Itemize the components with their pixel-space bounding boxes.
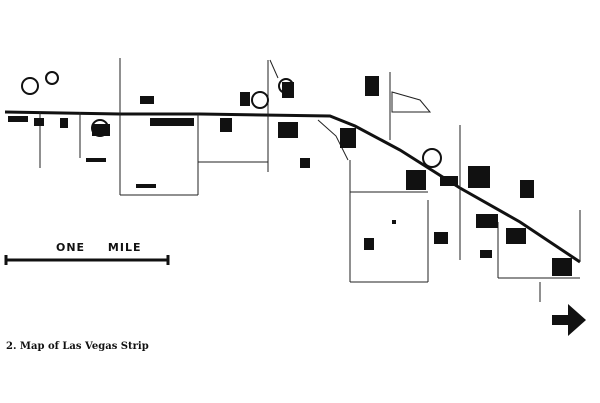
north-arrow-icon	[552, 304, 586, 336]
scale-bar	[4, 255, 170, 265]
side-roads	[39, 58, 581, 302]
scale-label: ONE MILE	[56, 241, 142, 254]
main-road	[4, 110, 581, 264]
map-caption: 2. Map of Las Vegas Strip	[6, 341, 149, 352]
buildings	[8, 76, 572, 276]
landmarks	[21, 71, 442, 168]
